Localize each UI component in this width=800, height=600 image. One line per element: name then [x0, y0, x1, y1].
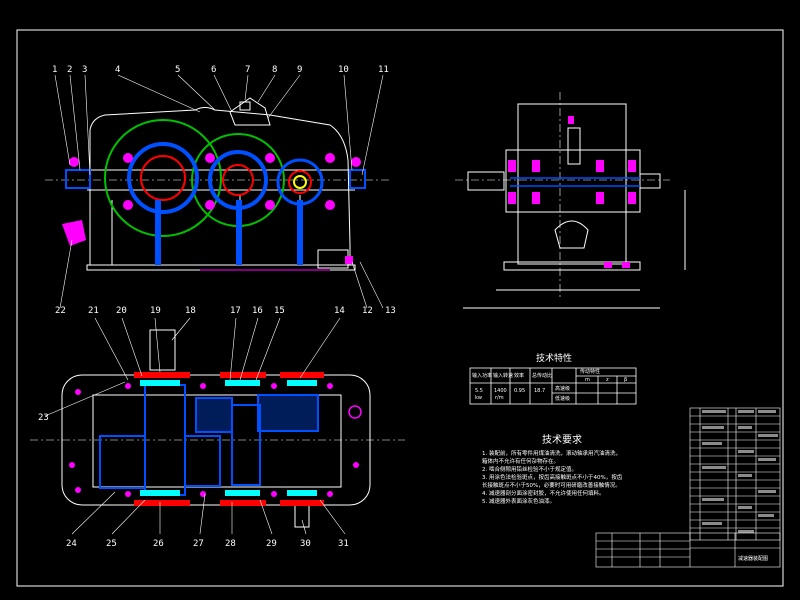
tech-req-line: 5. 减速器外表面涂灰色油漆。 — [482, 497, 555, 505]
tp-header-speed: 输入转速 — [493, 372, 513, 379]
title-block-name: 减速器装配图 — [738, 555, 768, 562]
tp-sub-z: z — [606, 377, 609, 383]
tp-unit-kw: kw — [475, 395, 482, 401]
tech-req-line: 2. 啮合侧隙用铅丝检验不小于规定值。 — [482, 465, 577, 473]
part-label: 2 — [67, 65, 72, 75]
part-label: 6 — [211, 65, 216, 75]
part-label: 26 — [153, 539, 164, 549]
tech-req-line: 长接触斑点不小于50%，必要时可用研磨改善接触情况。 — [482, 481, 621, 489]
part-label: 13 — [385, 306, 396, 316]
tech-req-line: 3. 用涂色法检验斑点，按齿高接触斑点不小于40%，按齿 — [482, 473, 623, 481]
title-block — [595, 532, 781, 568]
part-label: 19 — [150, 306, 161, 316]
part-label: 17 — [230, 306, 241, 316]
part-label: 8 — [272, 65, 277, 75]
tech-req-line: 箱体内不允许有任何杂物存在。 — [482, 457, 559, 465]
part-label: 3 — [82, 65, 87, 75]
part-label: 25 — [106, 539, 117, 549]
tp-val-eff: 0.95 — [514, 388, 525, 394]
parts-list-cell-fill — [702, 410, 778, 533]
tp-header-power: 输入功率 — [472, 372, 492, 379]
tp-sub-beta: β — [624, 377, 627, 383]
part-label: 14 — [334, 306, 345, 316]
part-label: 30 — [300, 539, 311, 549]
part-label: 20 — [116, 306, 127, 316]
part-label: 22 — [55, 306, 66, 316]
part-label: 1 — [52, 65, 57, 75]
tech-requirements: 技术要求 1. 装配前，所有零件用煤油清洗，滚动轴承用汽油清洗， 箱体内不允许有… — [482, 433, 623, 505]
part-label: 24 — [66, 539, 77, 549]
tp-val-speed: 1400 — [494, 388, 507, 394]
tech-req-line: 1. 装配前，所有零件用煤油清洗，滚动轴承用汽油清洗， — [482, 449, 621, 457]
top-view-gears — [99, 384, 319, 496]
top-view-seals — [140, 380, 317, 496]
part-label: 23 — [38, 413, 49, 423]
part-label: 28 — [225, 539, 236, 549]
drawing-border — [16, 29, 784, 587]
part-label: 9 — [297, 65, 302, 75]
part-label: 21 — [88, 306, 99, 316]
part-label: 15 — [274, 306, 285, 316]
tech-req-title: 技术要求 — [542, 433, 582, 446]
front-view-label-texts: 1 2 3 4 5 6 7 8 9 10 11 12 13 22 — [52, 65, 396, 316]
part-label: 5 — [175, 65, 180, 75]
side-view-bearings — [508, 116, 636, 268]
tech-params-title: 技术特性 — [536, 352, 572, 364]
side-view-shaft — [510, 177, 640, 187]
side-view — [455, 92, 686, 309]
tp-val-ratio: 18.7 — [534, 388, 545, 394]
top-view-label-texts: 21 20 19 18 17 16 15 14 23 24 25 26 27 2… — [38, 306, 349, 549]
top-view-bolts — [69, 383, 362, 497]
tech-req-line: 4. 减速器剖分面涂密封胶，不允许使用任何填料。 — [482, 489, 605, 497]
part-label: 31 — [338, 539, 349, 549]
tp-header-eff: 效率 — [514, 372, 524, 379]
part-label: 10 — [338, 65, 349, 75]
part-label: 12 — [362, 306, 373, 316]
tp-stage2: 低速级 — [555, 395, 570, 402]
top-view-bearings — [134, 372, 324, 506]
front-view — [45, 97, 390, 271]
top-view-leaders — [44, 317, 346, 535]
tp-sub-m: m — [585, 377, 590, 383]
part-label: 29 — [266, 539, 277, 549]
front-view-leaders — [54, 74, 384, 309]
part-label: 11 — [378, 65, 389, 75]
part-label: 27 — [193, 539, 204, 549]
tech-params-table: 技术特性 输入功率 输入转速 效率 总传动比 传动特性 m z β kw r/m… — [469, 352, 637, 405]
tp-stage1: 高速级 — [555, 385, 570, 392]
part-label: 18 — [185, 306, 196, 316]
tp-header-char: 传动特性 — [580, 368, 600, 375]
front-view-gears — [65, 119, 366, 265]
part-label: 16 — [252, 306, 263, 316]
part-label: 4 — [115, 65, 120, 75]
tp-header-ratio: 总传动比 — [532, 372, 552, 379]
tp-unit-rm: r/m — [495, 395, 504, 401]
front-view-bearings — [62, 153, 361, 264]
part-label: 7 — [245, 65, 250, 75]
tp-val-power: 5.5 — [475, 388, 483, 394]
